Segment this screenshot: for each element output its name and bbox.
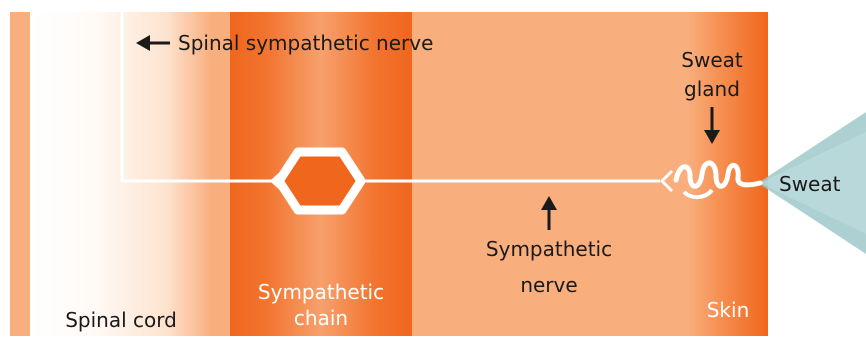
sweat-gland-duct: [684, 190, 712, 197]
spinal-cord-label: Spinal cord: [30, 307, 212, 333]
sweat-label: Sweat: [779, 171, 840, 197]
sympathetic-nerve-label-line2: nerve: [469, 272, 629, 298]
skin-label: Skin: [688, 297, 768, 323]
sweat-gland-label-line1: Sweat: [672, 47, 752, 73]
synapse-ending-gland: [662, 171, 672, 191]
sympathetic-nerve-label-line1: Sympathetic: [469, 236, 629, 262]
arrow-left-icon: [136, 35, 170, 51]
sweat-gland-coil: [676, 163, 760, 186]
arrow-down-icon: [704, 107, 720, 144]
sweat-gland-label-line2: gland: [672, 76, 752, 102]
sympathetic-chain-label-line1: Sympathetic: [230, 279, 412, 305]
sympathetic-chain-label-line2: chain: [230, 305, 412, 331]
ganglion-nucleus: [301, 162, 339, 200]
spinal-sympathetic-nerve-label: Spinal sympathetic nerve: [178, 30, 433, 56]
arrow-up-icon: [541, 196, 557, 230]
